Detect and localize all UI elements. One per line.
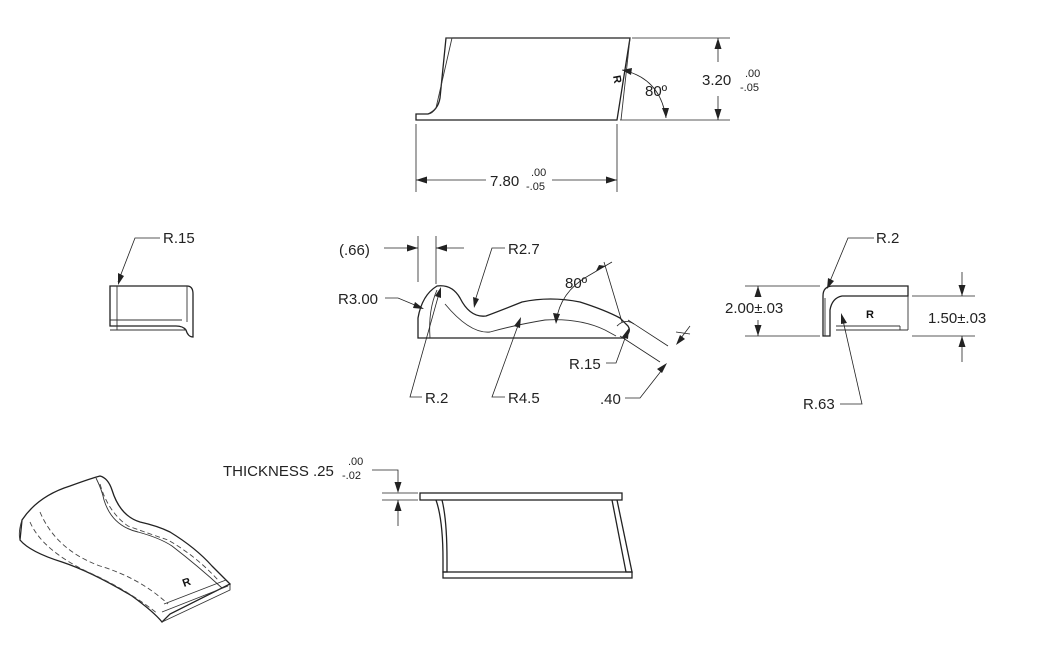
top-view-part-mark: R — [610, 74, 623, 84]
right-view-part-mark: R — [866, 309, 874, 321]
front-r-mid-label: R4.5 — [508, 390, 540, 407]
top-height-tol-minus: -.05 — [740, 82, 759, 94]
front-tip-dim-label: .40 — [600, 391, 621, 408]
front-r-small-label: R.2 — [425, 390, 448, 407]
front-r-tip-label: R.15 — [569, 356, 601, 373]
bottom-view: THICKNESS .25 .00 -.02 — [223, 456, 633, 579]
right-height-total-label: 2.00±.03 — [725, 300, 783, 317]
front-r-top-label: R2.7 — [508, 241, 540, 258]
iso-view-part-mark: R — [181, 576, 193, 590]
isometric-view: R — [18, 475, 232, 623]
right-radius-inner-label: R.63 — [803, 396, 835, 413]
front-ref-dim: (.66) — [339, 242, 370, 259]
top-height-tol-plus: .00 — [745, 68, 760, 80]
bottom-thickness-tol-plus: .00 — [348, 456, 363, 468]
top-angle-label: 80º — [645, 83, 668, 100]
bottom-thickness-label: THICKNESS .25 — [223, 463, 334, 480]
left-view: R.15 — [109, 230, 195, 338]
top-view: R 3.20 .00 -.05 80º 7.80 .00 -.05 — [415, 37, 760, 193]
left-radius-label: R.15 — [163, 230, 195, 247]
top-width-value: 7.80 — [490, 173, 519, 190]
right-view: R R.2 2.00±.03 1.50±.03 R.63 — [725, 230, 986, 413]
right-height-inner-label: 1.50±.03 — [928, 310, 986, 327]
front-view: (.66) R3.00 R2.7 80º R.15 R.2 R4.5 .40 — [338, 236, 691, 408]
top-width-tol-minus: -.05 — [526, 181, 545, 193]
top-width-tol-plus: .00 — [531, 167, 546, 179]
top-height-value: 3.20 — [702, 72, 731, 89]
bottom-thickness-tol-minus: -.02 — [342, 470, 361, 482]
right-radius-top-label: R.2 — [876, 230, 899, 247]
front-r-large-label: R3.00 — [338, 291, 378, 308]
front-angle-label: 80º — [565, 275, 588, 292]
